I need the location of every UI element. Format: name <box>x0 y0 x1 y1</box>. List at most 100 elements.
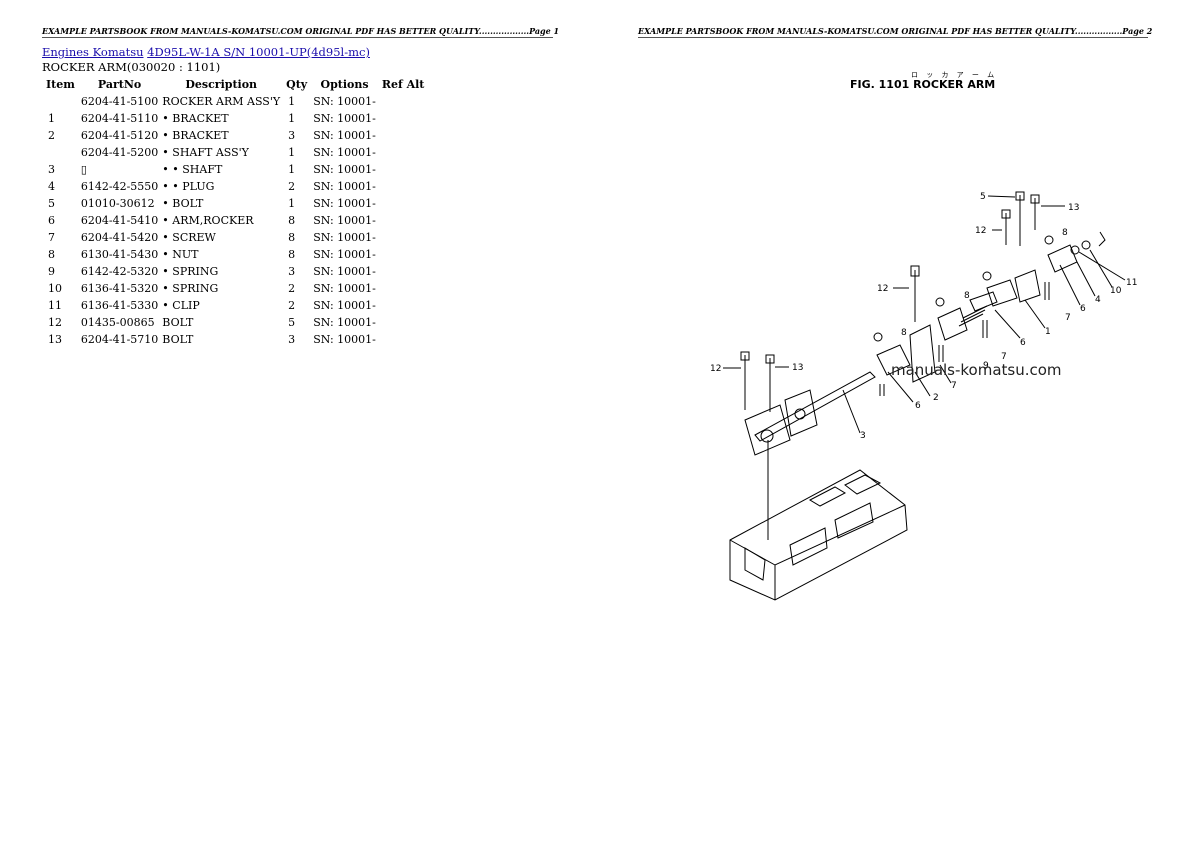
callout-label: 7 <box>951 381 957 391</box>
cell-qty: 3 <box>288 265 296 278</box>
cell-ref-alt <box>378 314 429 331</box>
cell-desc: • SPRING <box>162 265 219 278</box>
cell-opt: SN: 10001- <box>313 282 376 295</box>
cell-part: 6204-41-5420 <box>80 231 159 244</box>
cell-opt: SN: 10001- <box>313 299 376 312</box>
cell-part: 6142-42-5320 <box>80 265 159 278</box>
cell-opt: SN: 10001- <box>313 112 376 125</box>
callout-label: 11 <box>1126 278 1137 288</box>
cell-item: 4 <box>48 180 55 193</box>
callout-label: 4 <box>1095 295 1101 305</box>
callout-label: 6 <box>1020 338 1026 348</box>
callout-label: 5 <box>980 192 986 202</box>
cell-qty: 1 <box>288 112 296 125</box>
cell-ref-alt <box>378 93 429 110</box>
watermark-text: manuals-komatsu.com <box>891 361 1062 379</box>
cell-opt: SN: 10001- <box>313 197 376 210</box>
callout-label: 8 <box>1062 228 1068 238</box>
cell-qty: 1 <box>288 146 296 159</box>
cell-item: 12 <box>48 316 62 329</box>
callout-label: 2 <box>933 393 939 403</box>
callout-label: 12 <box>975 226 986 236</box>
callout-label: 13 <box>1068 203 1079 213</box>
callout-label: 3 <box>860 431 866 441</box>
cell-qty: 1 <box>288 163 296 176</box>
callout-label: 12 <box>710 364 721 374</box>
callout-label: 13 <box>792 363 803 373</box>
callout-label: 10 <box>1110 286 1122 296</box>
cell-ref-alt <box>378 195 429 212</box>
cell-ref-alt <box>378 144 429 161</box>
cell-qty: 3 <box>288 129 296 142</box>
cell-ref-alt <box>378 178 429 195</box>
column-header-description: Description <box>185 78 258 91</box>
cell-item <box>42 144 79 161</box>
parts-table: Item PartNo Description Qty Options Ref … <box>42 76 428 348</box>
cell-item <box>42 93 79 110</box>
cell-ref-alt <box>378 297 429 314</box>
cell-part: 6204-41-5110 <box>80 112 159 125</box>
cell-item: 5 <box>48 197 55 210</box>
cell-desc: BOLT <box>162 333 194 346</box>
cell-desc: • SCREW <box>162 231 216 244</box>
callout-label: 12 <box>877 284 888 294</box>
cell-qty: 1 <box>288 197 296 210</box>
cell-part: 6204-41-5710 <box>80 333 159 346</box>
cell-qty: 8 <box>288 214 296 227</box>
cell-ref-alt <box>378 127 429 144</box>
table-row: 6 6204-41-5410• ARM,ROCKER 8 SN: 10001- <box>42 212 428 229</box>
cell-part: 01010-30612 <box>80 197 155 210</box>
figure-caption: FIG. 1101 ROCKER ARM <box>850 78 996 91</box>
cell-qty: 5 <box>288 316 296 329</box>
engines-komatsu-link[interactable]: Engines Komatsu <box>42 45 144 59</box>
cell-desc: • • PLUG <box>162 180 215 193</box>
cell-part: 6142-42-5550 <box>80 180 159 193</box>
cell-item: 13 <box>48 333 62 346</box>
callout-label: 7 <box>1001 352 1007 362</box>
cell-desc: • BRACKET <box>162 129 229 142</box>
cell-desc: BOLT <box>162 316 194 329</box>
cell-qty: 1 <box>288 95 296 108</box>
figure-kana-label: ロ ッ カ ア ー ム <box>911 71 998 79</box>
callout-label: 7 <box>1065 313 1071 323</box>
cell-part: 6204-41-5410 <box>80 214 159 227</box>
model-link[interactable]: 4D95L-W-1A S/N 10001-UP(4d95l-mc) <box>147 45 370 59</box>
cell-desc: • • SHAFT <box>162 163 223 176</box>
cell-opt: SN: 10001- <box>313 163 376 176</box>
cell-desc: • ARM,ROCKER <box>162 214 254 227</box>
callout-label: 6 <box>915 401 921 411</box>
cell-item: 3 <box>48 163 55 176</box>
cell-opt: SN: 10001- <box>313 146 376 159</box>
exploded-parts-diagram: 5 13 12 8 11 10 4 6 1 7 12 8 9 6 7 8 2 7… <box>710 191 1137 601</box>
cell-qty: 2 <box>288 180 296 193</box>
cell-opt: SN: 10001- <box>313 95 376 108</box>
cell-ref-alt <box>378 229 429 246</box>
cell-qty: 3 <box>288 333 296 346</box>
cell-desc: • BOLT <box>162 197 204 210</box>
cell-part: 6136-41-5330 <box>80 299 159 312</box>
cell-item: 6 <box>48 214 55 227</box>
page-header: EXAMPLE PARTSBOOK FROM MANUALS-KOMATSU.C… <box>42 26 560 38</box>
callout-label: 6 <box>1080 304 1086 314</box>
callout-label: 8 <box>964 291 970 301</box>
cell-desc: • NUT <box>162 248 199 261</box>
cell-ref-alt <box>378 212 429 229</box>
column-header-qty: Qty <box>286 78 308 91</box>
left-page: EXAMPLE PARTSBOOK FROM MANUALS-KOMATSU.C… <box>42 26 560 348</box>
cell-part: 6204-41-5100 <box>80 95 159 108</box>
cell-qty: 8 <box>288 248 296 261</box>
column-header-options: Options <box>320 78 369 91</box>
cell-item: 11 <box>48 299 62 312</box>
cell-opt: SN: 10001- <box>313 214 376 227</box>
